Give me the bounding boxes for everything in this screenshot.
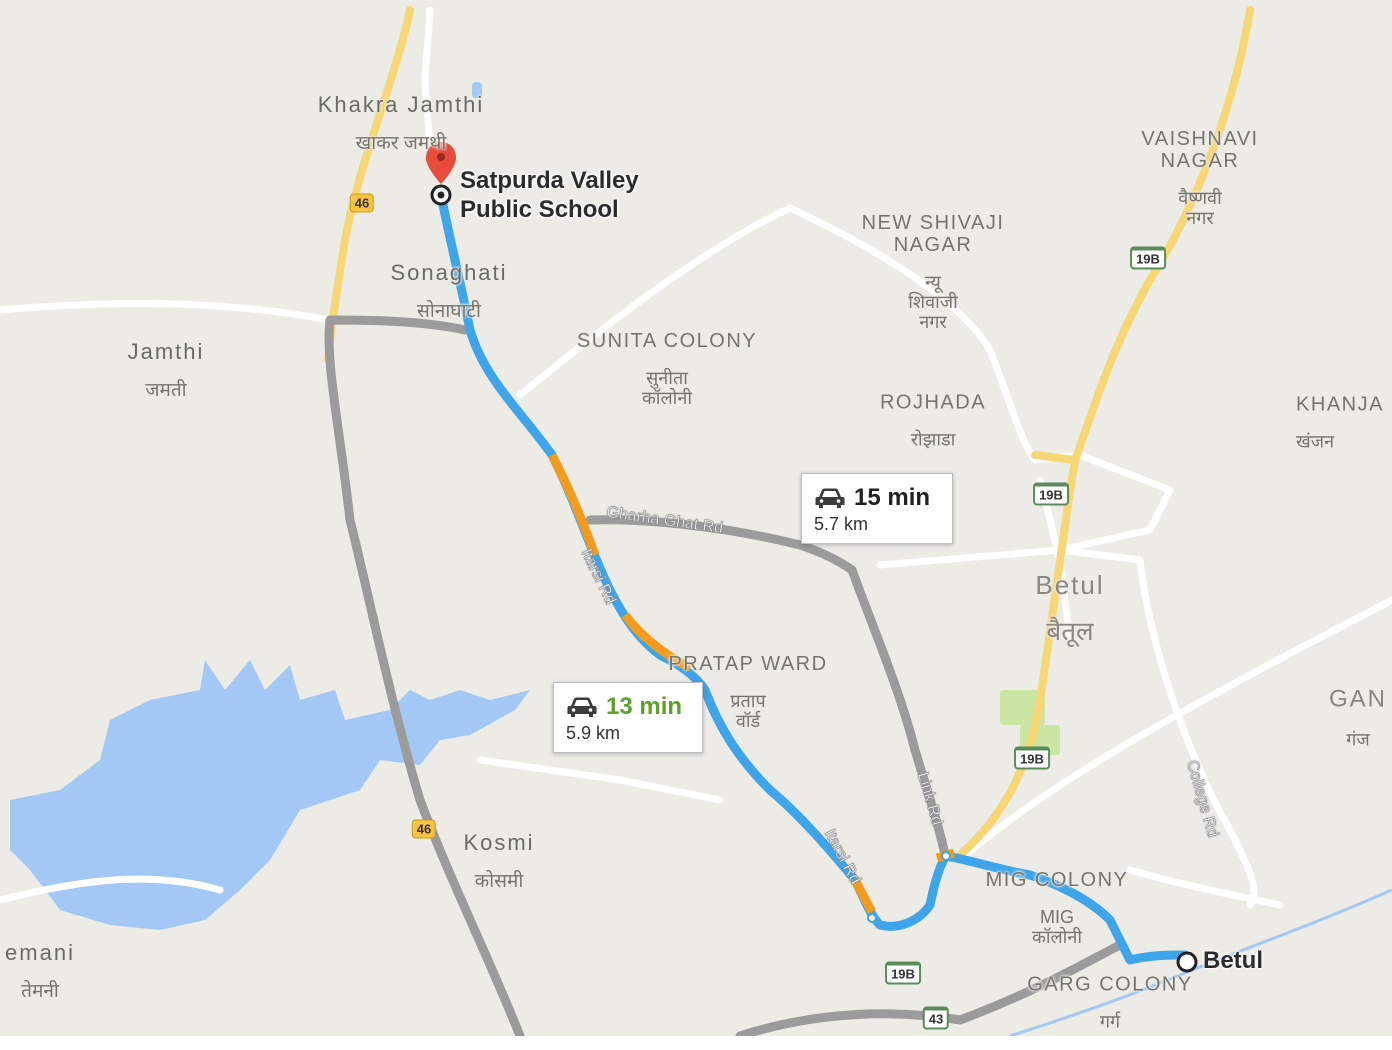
place-label: VAISHNAVI NAGAR वैष्णवी नगर	[1141, 110, 1258, 246]
highway-shield: 19B	[1033, 482, 1069, 506]
town-name: Betul	[1035, 569, 1105, 600]
place-label: Betul बैतूल	[1035, 553, 1104, 663]
area-name: ROJHADA	[879, 391, 987, 414]
small-pond	[472, 82, 482, 98]
route-waypoint	[867, 913, 877, 923]
place-name: Kosmi	[463, 829, 535, 855]
place-label: ROJHADA रोझाडा	[880, 374, 986, 469]
route-time: 13 min	[606, 693, 683, 720]
area-name: PRATAP WARD	[668, 652, 828, 675]
place-label: KHANJA खंजन	[1296, 376, 1384, 471]
place-label: Sonaghati सोनाघाटी	[390, 243, 507, 341]
route-card-alternate[interactable]: 15 min 5.7 km	[801, 473, 953, 544]
place-name-hindi: कोसमी	[474, 871, 524, 893]
car-icon	[815, 488, 845, 508]
highway-shield: 19B	[1130, 246, 1166, 270]
place-name-hindi: तेमनी	[21, 981, 59, 1003]
map-pin-icon[interactable]	[426, 142, 456, 184]
place-name: Jamthi	[127, 338, 205, 364]
place-label: PRATAP WARD प्रताप वॉर्ड	[668, 635, 827, 749]
area-name: NEW SHIVAJI NAGAR	[861, 211, 1005, 256]
area-name-hindi: रोझाडा	[910, 429, 956, 450]
area-name: KHANJA	[1296, 393, 1384, 416]
origin-name-line2: Public School	[460, 195, 619, 223]
route-waypoint	[941, 851, 951, 861]
route-distance: 5.7 km	[814, 514, 869, 534]
route-distance: 5.9 km	[566, 723, 621, 743]
place-label: SUNITA COLONY सुनीता कॉलोनी	[577, 312, 757, 426]
place-label: MIG COLONY MIG कॉलोनी	[986, 851, 1129, 965]
area-name-hindi: खंजन	[1296, 431, 1335, 452]
route-card-primary[interactable]: 13 min 5.9 km	[553, 682, 703, 753]
town-name-hindi: बैतूल	[1046, 615, 1094, 646]
place-name: Khakra Jamthi	[317, 91, 485, 117]
place-label: Jamthi जमती	[128, 322, 205, 420]
highway-shield: 19B	[885, 961, 921, 985]
town-name: GAN	[1328, 685, 1388, 713]
place-name: Sonaghati	[390, 259, 508, 285]
area-name-hindi: गर्ग	[1099, 1011, 1121, 1032]
route-primary[interactable]	[436, 190, 1190, 965]
town-name-hindi: गंज	[1346, 729, 1370, 750]
origin-name-line1: Satpurda Valley	[460, 167, 639, 194]
destination-label[interactable]: Betul	[1203, 947, 1263, 974]
area-name: SUNITA COLONY	[576, 329, 758, 352]
destination-circle-icon[interactable]	[1176, 951, 1198, 973]
area-name: GARG COLONY	[1027, 973, 1193, 996]
place-label: Khakra Jamthi खाकर जमथी	[318, 75, 485, 173]
area-name-hindi: न्यू शिवाजी नगर	[908, 272, 958, 332]
traffic-segment	[547, 452, 600, 557]
area-name-hindi: प्रताप वॉर्ड	[730, 691, 766, 731]
highway-shield: 46	[349, 193, 375, 213]
route-time: 15 min	[854, 484, 931, 511]
place-label: GARG COLONY गर्ग	[1027, 956, 1192, 1050]
area-name: MIG COLONY	[985, 868, 1129, 891]
river	[1009, 888, 1392, 1036]
highway-shield: 46	[411, 819, 437, 839]
place-name: emani	[5, 939, 75, 965]
origin-label[interactable]: Satpurda Valley Public School	[460, 167, 639, 225]
area-name-hindi: MIG कॉलोनी	[1031, 907, 1083, 947]
place-label: Kosmi कोसमी	[463, 813, 534, 911]
highway-shield: 43	[922, 1006, 950, 1030]
highway-shield: 19B	[1014, 746, 1050, 770]
place-name-hindi: सोनाघाटी	[417, 301, 481, 323]
origin-circle-icon	[430, 184, 452, 206]
place-label: emani तेमनी	[5, 923, 75, 1021]
car-icon	[567, 697, 597, 717]
area-name-hindi: सुनीता कॉलोनी	[641, 368, 692, 408]
place-label: GAN गंज	[1329, 669, 1387, 768]
area-name-hindi: वैष्णवी नगर	[1178, 188, 1222, 228]
place-label: NEW SHIVAJI NAGAR न्यू शिवाजी नगर	[862, 194, 1005, 350]
place-name-hindi: खाकर जमथी	[355, 133, 447, 155]
traffic-segment	[851, 877, 876, 915]
traffic-segment	[621, 612, 693, 672]
gray-roads	[324, 315, 1125, 1036]
area-name: VAISHNAVI NAGAR	[1141, 127, 1259, 172]
place-name-hindi: जमती	[145, 380, 187, 402]
